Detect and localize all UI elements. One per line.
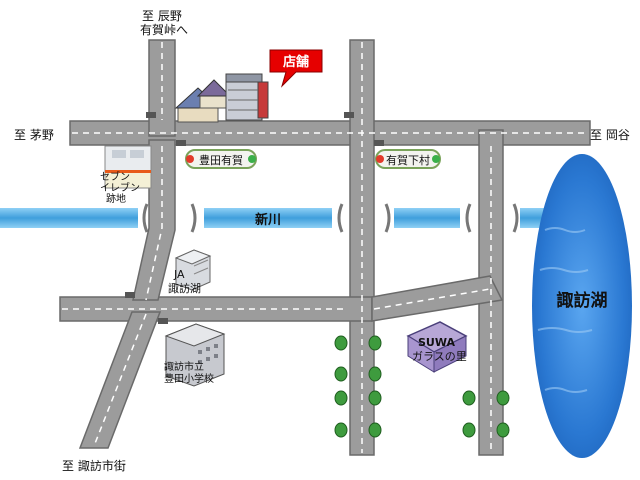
- tree-icons: [334, 335, 510, 438]
- shop-buildings: [174, 73, 269, 123]
- lake-label: 諏訪湖: [557, 290, 608, 311]
- roads: [59, 39, 591, 456]
- intersection-label-text: 豊田有賀: [199, 153, 243, 167]
- traffic-signals: [125, 112, 384, 324]
- destination-north: 至 辰野: [142, 9, 182, 23]
- river-label: 新川: [255, 212, 281, 228]
- destination-north-2: 有賀峠へ: [140, 22, 188, 37]
- destination-east: 至 岡谷: [590, 128, 630, 142]
- ja-building-icon: [174, 249, 212, 291]
- intersection-label-aruga-shimomura: 有賀下村: [375, 149, 441, 169]
- destination-southwest: 至 諏訪市街: [62, 458, 126, 473]
- destination-west: 至 茅野: [14, 128, 54, 142]
- ja-label-1: JA: [173, 268, 185, 281]
- seven-label-1: セブン: [100, 170, 130, 183]
- seven-label-3: 跡地: [106, 192, 126, 205]
- school-building-icon: [164, 323, 226, 387]
- seven-eleven-site-icon: [104, 145, 152, 189]
- intersection-label-toyoda-aruga: 豊田有賀: [185, 149, 257, 169]
- seven-label-2: イレブン: [100, 181, 140, 194]
- shop-label: 店舗: [283, 54, 309, 70]
- school-label-1: 諏訪市立: [164, 360, 204, 373]
- ja-label-2: 諏訪湖: [168, 281, 201, 295]
- suwa-label-1: SUWA: [418, 336, 455, 349]
- river-shinkawa: [0, 203, 550, 233]
- intersection-label-text: 有賀下村: [386, 153, 430, 167]
- school-label-2: 豊田小学校: [164, 372, 214, 385]
- shop-callout: [269, 49, 323, 88]
- lake-suwa: [532, 154, 632, 458]
- suwa-glass-village-icon: [406, 321, 468, 373]
- road-centerlines: [62, 42, 588, 453]
- suwa-label-2: ガラスの里: [412, 350, 467, 363]
